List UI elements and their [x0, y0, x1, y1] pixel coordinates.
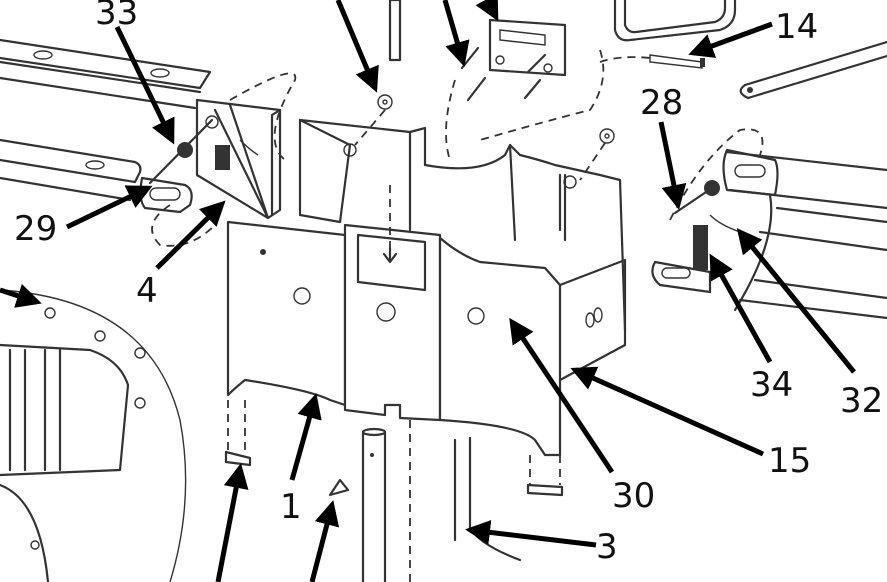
arrow-33 — [114, 25, 175, 145]
arrow-3 — [465, 519, 597, 548]
tube-parts — [328, 420, 522, 582]
arrow-inset — [0, 283, 42, 308]
arrow-32 — [736, 228, 856, 374]
arrow-29 — [65, 185, 153, 230]
callout-15: 15 — [768, 441, 811, 481]
callout-29: 29 — [14, 209, 57, 249]
arrow-28 — [658, 121, 687, 210]
arrow-15 — [570, 366, 765, 457]
callout-28: 28 — [640, 83, 683, 123]
callout-1: 1 — [280, 487, 302, 527]
arrow-foot — [215, 463, 249, 582]
detail-inset — [0, 289, 187, 582]
arrow-30 — [509, 317, 615, 474]
arrow-top-screw — [442, 0, 470, 67]
bracket-left — [148, 72, 297, 247]
callout-32: 32 — [840, 381, 883, 421]
housing-feet — [224, 400, 564, 497]
callout-4: 4 — [136, 271, 158, 311]
arrow-34 — [709, 253, 773, 364]
callout-3: 3 — [596, 527, 618, 567]
arrow-top-nut — [335, 0, 379, 93]
right-rail — [651, 128, 887, 320]
callout-14: 14 — [775, 7, 818, 47]
callout-arrows — [0, 0, 856, 582]
arrow-top-block — [475, 0, 499, 22]
arrow-cone — [309, 500, 340, 582]
top-right-parts — [599, 0, 887, 100]
arrow-4 — [155, 200, 226, 270]
callout-33: 33 — [95, 0, 138, 33]
callout-34: 34 — [750, 365, 793, 405]
arrow-14 — [688, 21, 773, 58]
left-rail-upper — [0, 38, 212, 110]
arrow-1 — [289, 393, 322, 481]
callout-30: 30 — [612, 476, 655, 516]
main-housing — [226, 118, 627, 457]
left-rail-lower — [0, 138, 193, 214]
hardware-top — [354, 0, 615, 181]
